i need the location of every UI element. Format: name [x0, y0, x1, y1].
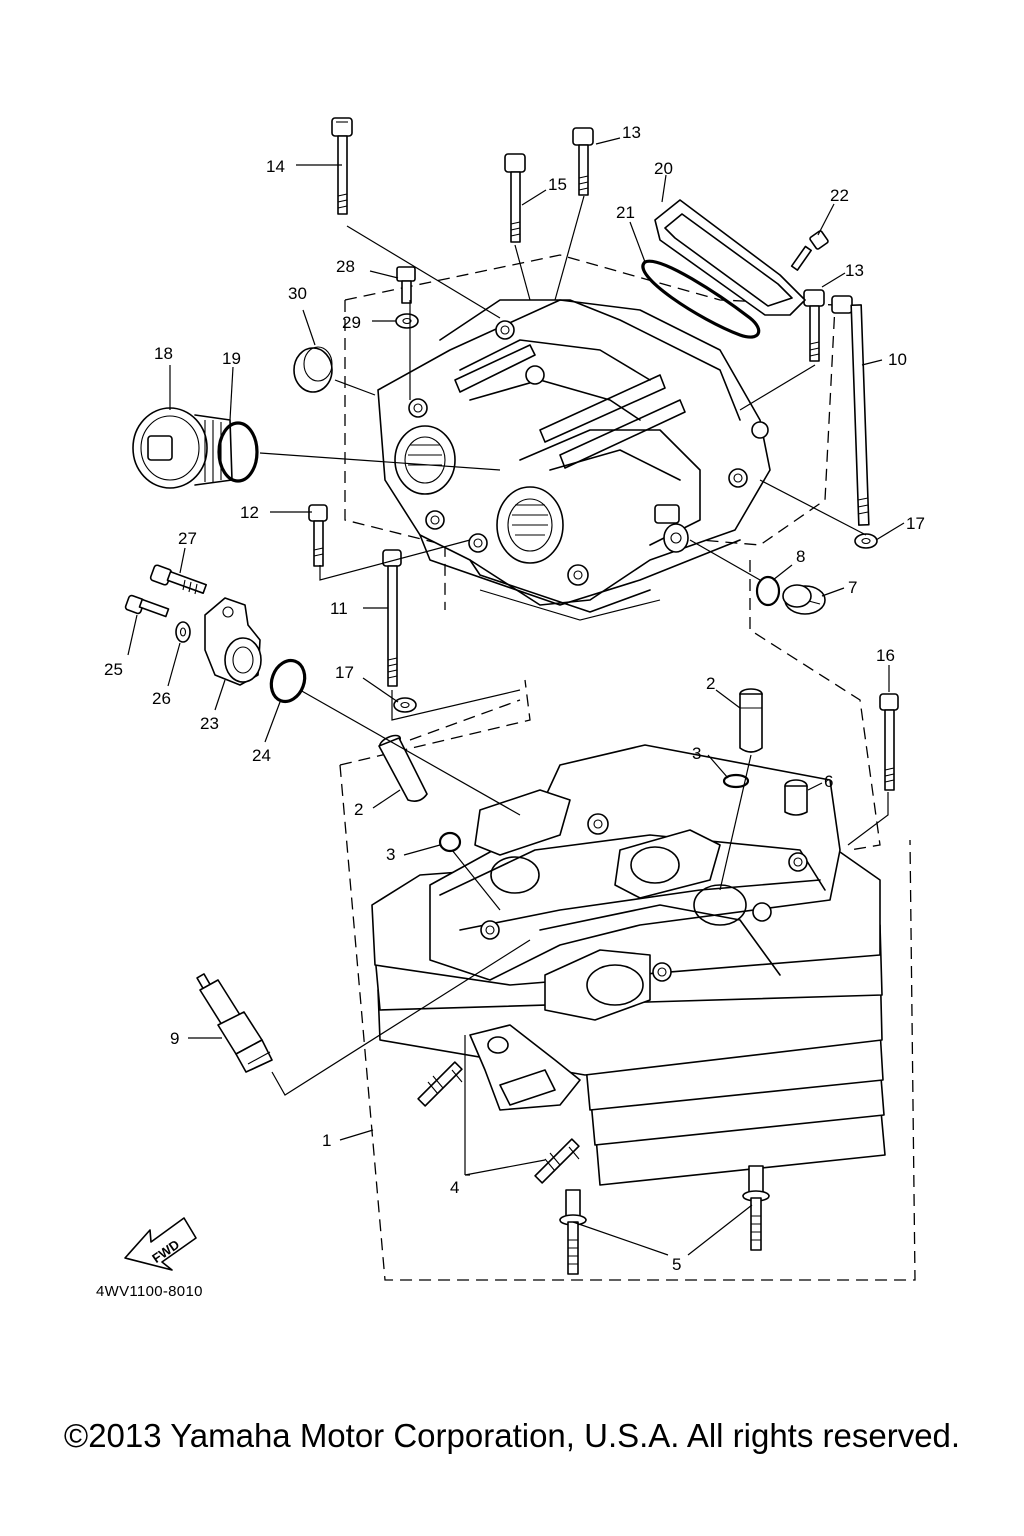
copyright-notice: ©2013 Yamaha Motor Corporation, U.S.A. A…	[63, 1417, 961, 1454]
callout-11: 11	[330, 599, 348, 618]
dowel-6	[784, 779, 808, 816]
callout-17: 17	[906, 514, 925, 533]
plug-28	[396, 266, 416, 304]
cylinder-head	[371, 744, 886, 1186]
callout-3: 3	[692, 744, 701, 763]
bolt-14	[331, 117, 353, 215]
bolt-15	[504, 153, 526, 243]
callout-15: 15	[548, 175, 567, 194]
callout-13: 13	[622, 123, 641, 142]
callout-20: 20	[654, 159, 673, 178]
callout-27: 27	[178, 529, 197, 548]
callout-24: 24	[252, 746, 271, 765]
callout-23: 23	[200, 714, 219, 733]
stud-4-lower	[534, 1138, 580, 1184]
stud-5-left	[559, 1189, 587, 1275]
cover-20	[654, 199, 806, 316]
callout-28: 28	[336, 257, 355, 276]
o-ring-19	[217, 421, 259, 483]
callout-6: 6	[824, 772, 833, 791]
ring-30	[293, 346, 333, 393]
callout-22: 22	[830, 186, 849, 205]
washer-17-right	[854, 533, 878, 549]
o-ring-21	[641, 259, 761, 339]
screw-22	[790, 230, 829, 271]
alignment-lines	[259, 195, 889, 1175]
valve-guide-2-upper	[739, 688, 763, 753]
callout-16: 16	[876, 646, 895, 665]
forward-arrow-icon: FWD	[124, 1217, 197, 1271]
callout-9: 9	[170, 1029, 179, 1048]
spark-plug-9	[196, 973, 273, 1073]
callout-1: 1	[322, 1131, 331, 1150]
callout-3: 3	[386, 845, 395, 864]
washer-26	[175, 621, 191, 643]
bolt-13-upper	[572, 127, 594, 196]
callout-12: 12	[240, 503, 259, 522]
diagram-code: 4WV1100-8010	[96, 1283, 203, 1300]
callout-17: 17	[335, 663, 354, 682]
washer-17-left	[393, 697, 417, 713]
bolt-16	[879, 693, 899, 791]
valve-guide-2-lower	[378, 734, 428, 802]
plug-7	[782, 584, 826, 615]
bolt-13-right	[803, 289, 825, 362]
cap-18	[132, 407, 233, 489]
callout-numbers: 14 15 13 20 21 22 13 10 28 29 30 18 19 1…	[104, 123, 925, 1274]
stud-5-right	[742, 1165, 770, 1251]
callout-14: 14	[266, 157, 285, 176]
callout-8: 8	[796, 547, 805, 566]
bolt-25	[124, 594, 170, 618]
callout-26: 26	[152, 689, 171, 708]
callout-5: 5	[672, 1255, 681, 1274]
callout-25: 25	[104, 660, 123, 679]
callout-21: 21	[616, 203, 635, 222]
stud-4-upper	[417, 1061, 463, 1107]
callout-29: 29	[342, 313, 361, 332]
bolt-10	[831, 295, 870, 526]
callout-4: 4	[450, 1178, 459, 1197]
callout-19: 19	[222, 349, 241, 368]
washer-29	[395, 313, 419, 329]
callout-30: 30	[288, 284, 307, 303]
bolt-12	[308, 504, 328, 567]
callout-7: 7	[848, 578, 857, 597]
callout-10: 10	[888, 350, 907, 369]
circlip-3-upper	[722, 773, 750, 789]
bolt-11	[382, 549, 402, 687]
cylinder-head-cover	[377, 299, 771, 621]
callout-18: 18	[154, 344, 173, 363]
callout-2: 2	[354, 800, 363, 819]
tensioner-23	[204, 597, 262, 686]
circlip-3-lower	[438, 831, 462, 853]
callout-leaders	[127, 137, 905, 1256]
callout-2: 2	[706, 674, 715, 693]
bolt-27	[149, 564, 208, 595]
o-ring-8	[755, 575, 781, 607]
o-ring-24	[269, 658, 307, 704]
callout-13: 13	[845, 261, 864, 280]
